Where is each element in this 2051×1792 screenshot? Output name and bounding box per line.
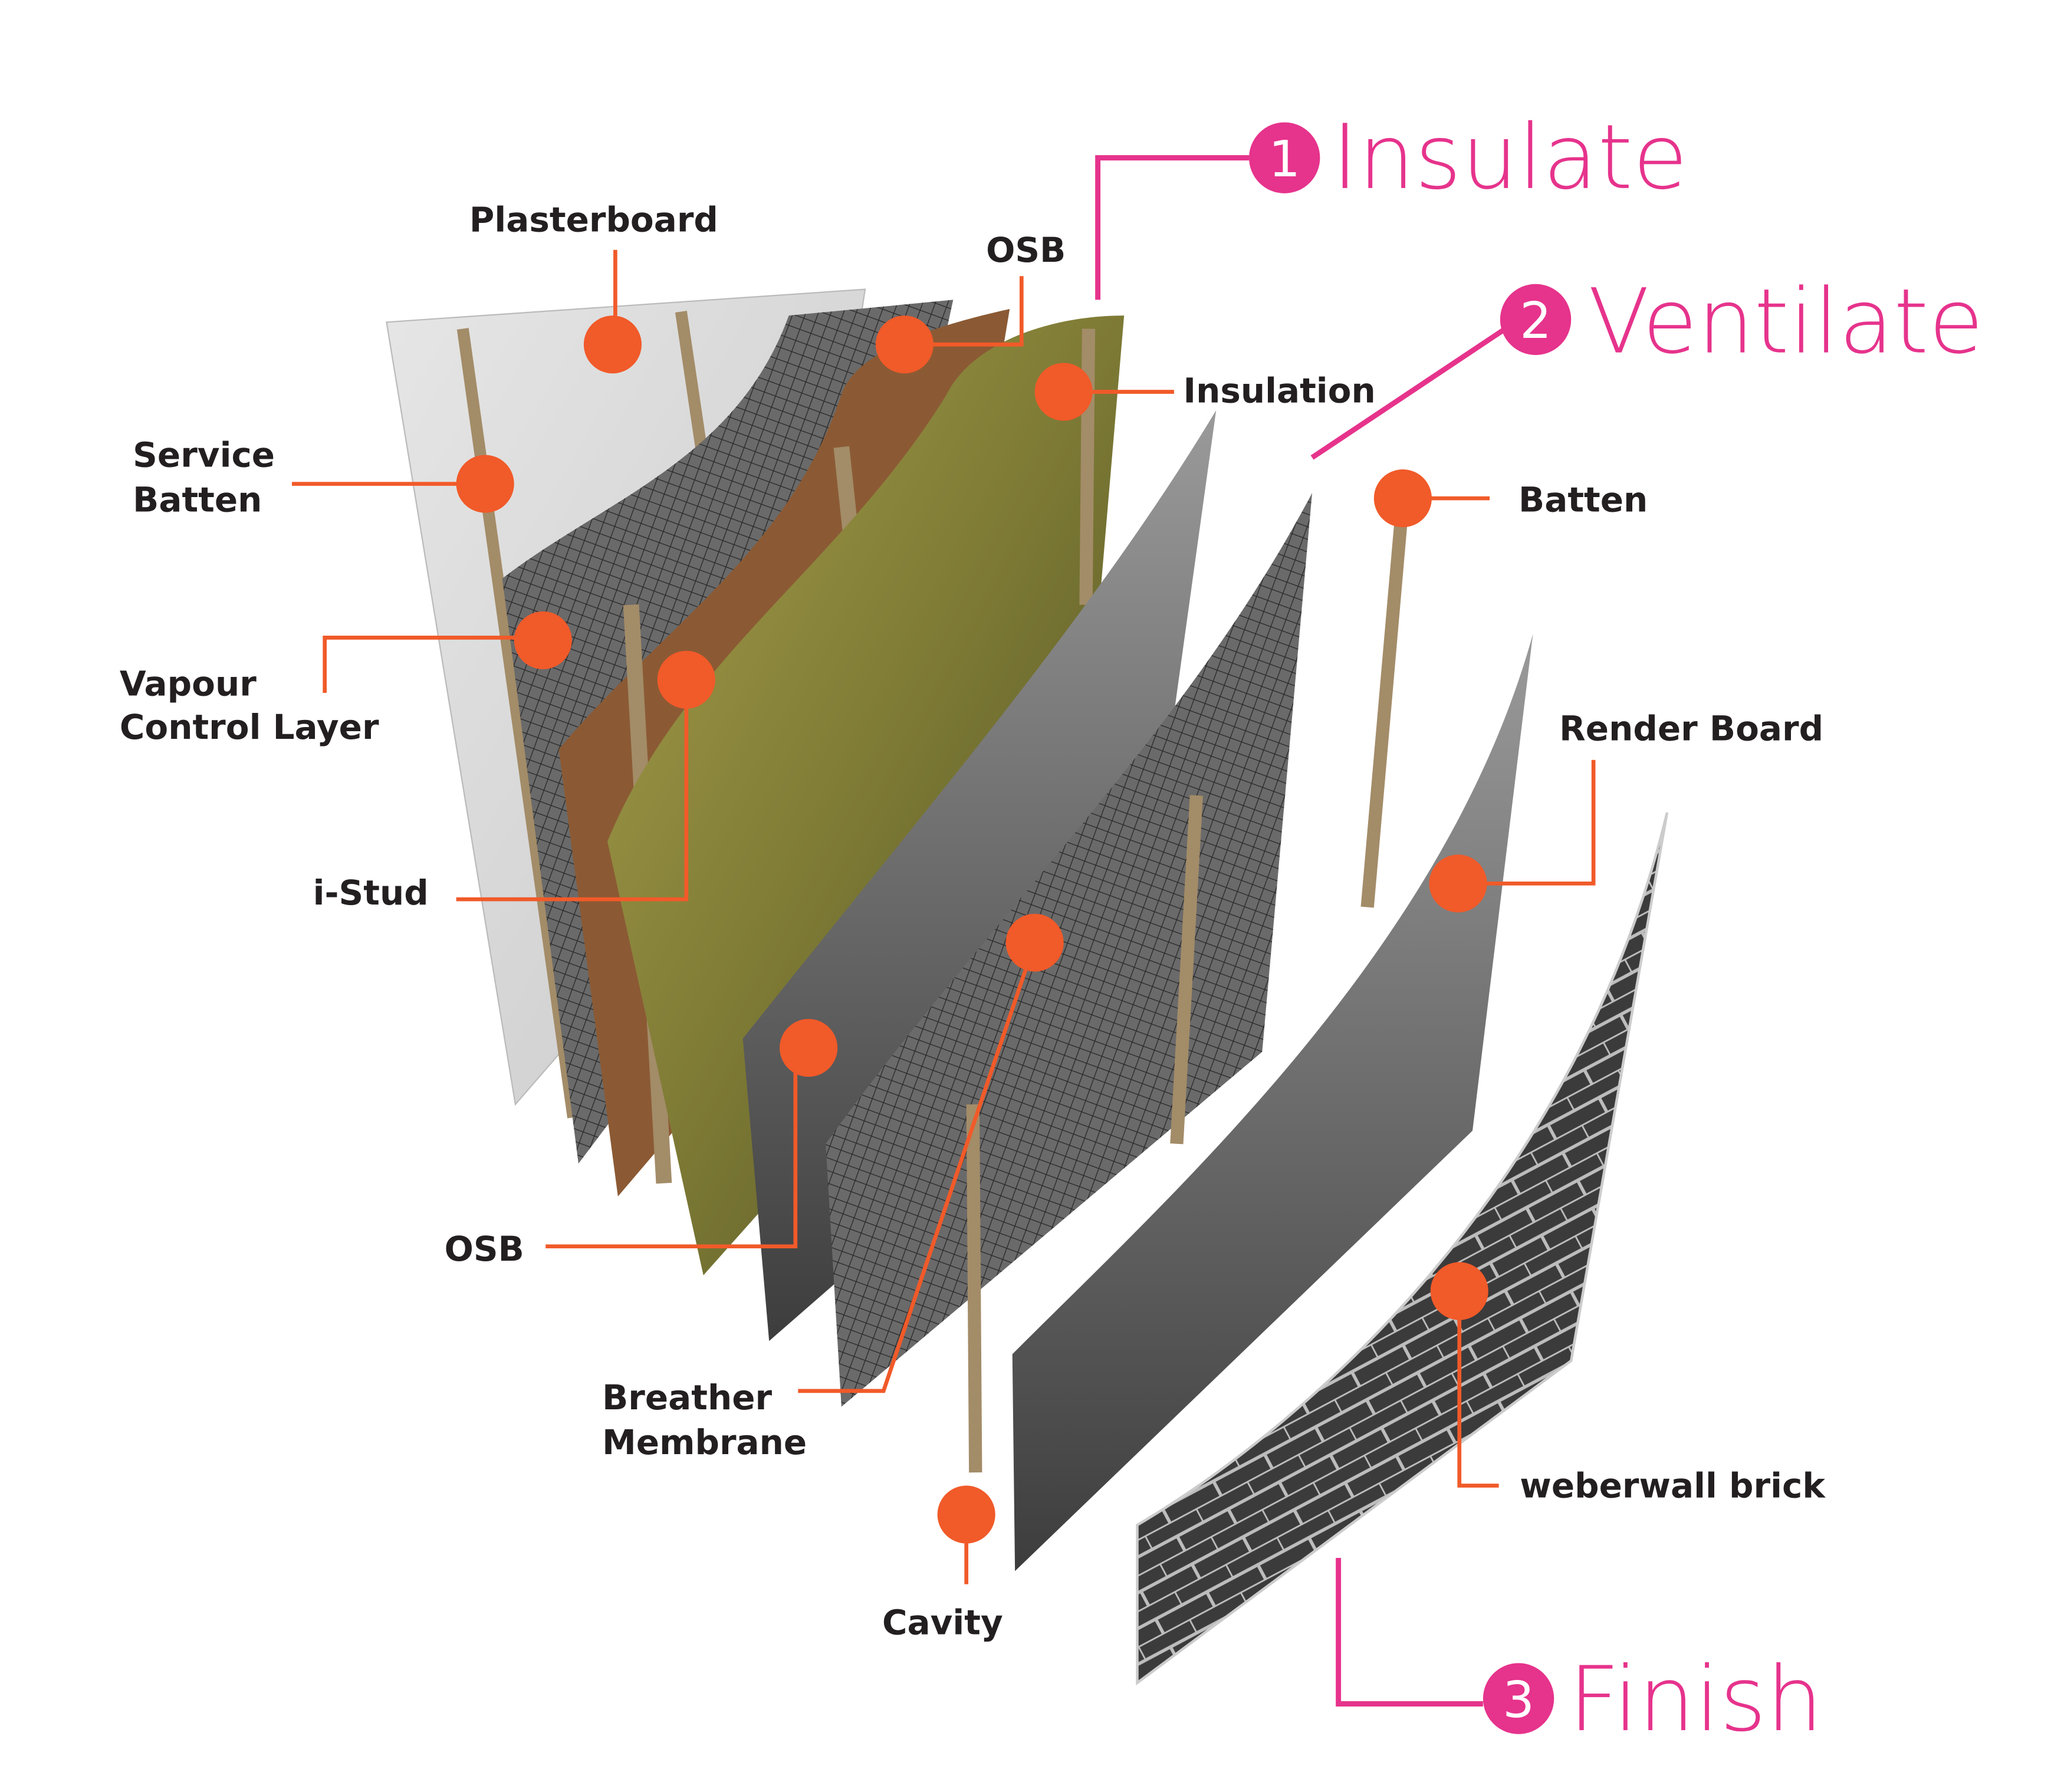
- label-cavity: Cavity: [882, 1602, 1003, 1642]
- label-brick: weberwall brick: [1520, 1465, 1826, 1505]
- step-3-number: 3: [1503, 1671, 1534, 1729]
- breather-marker: [1005, 913, 1064, 972]
- step-1-label: Insulate: [1332, 105, 1688, 209]
- render-board-marker: [1429, 854, 1487, 913]
- insulation-marker: [1034, 363, 1093, 421]
- step-1-badge: [1249, 122, 1320, 193]
- weberwall-brick-layer: [1136, 812, 1669, 1686]
- i-stud: [1079, 328, 1096, 605]
- label-istud: i-Stud: [313, 873, 429, 913]
- breather-membrane-layer: [826, 493, 1313, 1407]
- service-batten-marker: [456, 455, 514, 513]
- label-breather-1: Breather: [602, 1377, 772, 1418]
- label-osb-top: OSB: [986, 230, 1066, 270]
- label-render-board: Render Board: [1559, 708, 1823, 748]
- label-service-batten-2: Batten: [133, 479, 262, 519]
- label-batten: Batten: [1518, 479, 1648, 519]
- step-3-badge: [1483, 1663, 1554, 1734]
- label-insulation: Insulation: [1184, 370, 1376, 410]
- osb-bottom-marker: [780, 1018, 838, 1077]
- step-2-label: Ventilate: [1588, 269, 1984, 374]
- plasterboard-marker: [583, 315, 642, 374]
- label-osb-bottom: OSB: [445, 1229, 524, 1269]
- label-service-batten-1: Service: [133, 435, 275, 475]
- istud-marker: [657, 650, 715, 709]
- label-vcl-1: Vapour: [120, 664, 257, 704]
- step-1-number: 1: [1268, 130, 1300, 188]
- cavity-batten: [1170, 795, 1203, 1145]
- label-vcl-2: Control Layer: [120, 707, 379, 747]
- step-2-number: 2: [1520, 291, 1552, 350]
- step-2-badge: [1500, 284, 1572, 356]
- step-ventilate: 2 Ventilate: [1500, 269, 1984, 374]
- step-insulate: 1 Insulate: [1249, 105, 1688, 209]
- osb-top-marker: [875, 315, 934, 374]
- batten-strip: [1360, 499, 1409, 908]
- brick-marker: [1430, 1262, 1488, 1320]
- batten-marker: [1373, 469, 1432, 528]
- step-finish: 3 Finish: [1483, 1647, 1823, 1751]
- vcl-marker: [514, 611, 572, 669]
- cavity-batten: [966, 1104, 982, 1473]
- label-breather-2: Membrane: [602, 1422, 807, 1462]
- label-plasterboard: Plasterboard: [469, 199, 718, 239]
- insulation-layer: [607, 315, 1125, 1275]
- cavity-marker: [937, 1485, 995, 1544]
- step-3-label: Finish: [1569, 1647, 1823, 1751]
- render-board-layer: [1012, 633, 1533, 1571]
